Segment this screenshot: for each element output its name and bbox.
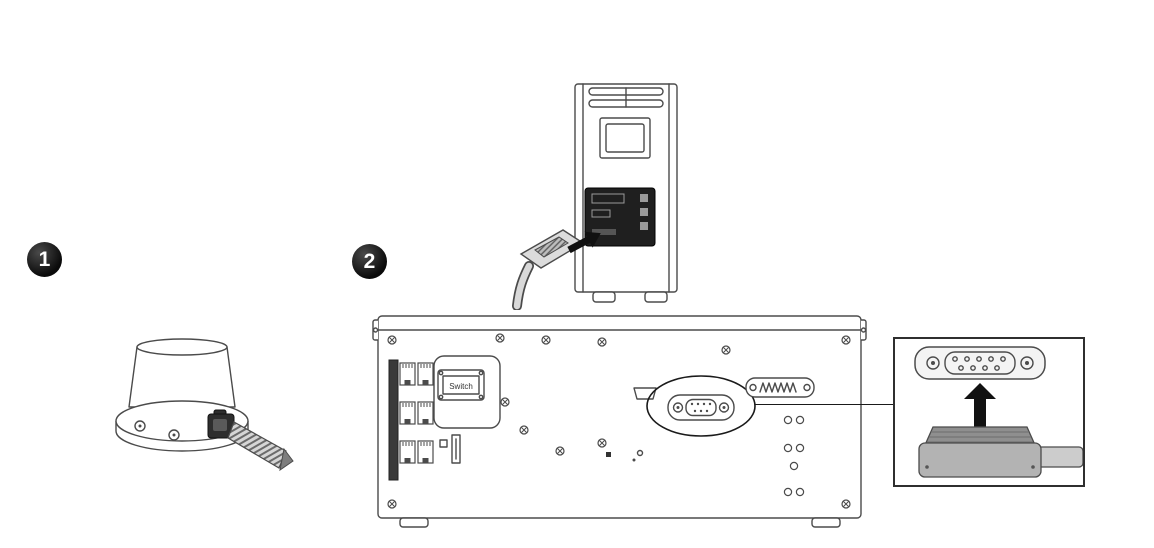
tower-feet xyxy=(592,291,668,303)
step-2-badge: 2 xyxy=(352,244,387,279)
switch-plate: Switch xyxy=(433,355,501,429)
connector-inset xyxy=(893,337,1085,487)
sensor-cable-tip xyxy=(279,447,294,472)
plug-connector xyxy=(512,229,585,310)
tower-port-panel xyxy=(584,187,656,247)
sensor-illustration xyxy=(100,333,300,493)
tower-illustration xyxy=(505,80,705,310)
small-fittings xyxy=(439,434,644,464)
chassis-body xyxy=(377,315,862,519)
chassis-mount-tabs xyxy=(372,319,867,341)
inset-cable-connector xyxy=(918,426,1083,478)
highlight-ellipse xyxy=(646,375,756,437)
tower-vent-slats xyxy=(588,87,664,108)
inset-up-arrow-icon xyxy=(964,383,996,427)
tower-door xyxy=(599,117,651,159)
sensor-cable-connector xyxy=(207,409,294,472)
chassis-rear-illustration: Switch xyxy=(372,308,867,530)
sensor-cable xyxy=(227,421,287,469)
display-port xyxy=(633,387,657,400)
inset-dsub-socket xyxy=(914,346,1046,380)
vent-strip xyxy=(388,359,399,481)
terminal-connector xyxy=(745,377,815,398)
switch-label: Switch xyxy=(449,382,473,391)
step-2-number: 2 xyxy=(363,249,376,273)
step-1-number: 1 xyxy=(38,247,51,271)
dsub-port xyxy=(667,394,735,421)
insert-arrow-icon xyxy=(567,231,601,254)
step-1-badge: 1 xyxy=(27,242,62,277)
inset-cable xyxy=(1034,446,1083,468)
sensor-body xyxy=(128,338,236,408)
leader-line xyxy=(755,404,893,405)
chassis-feet xyxy=(399,517,841,528)
